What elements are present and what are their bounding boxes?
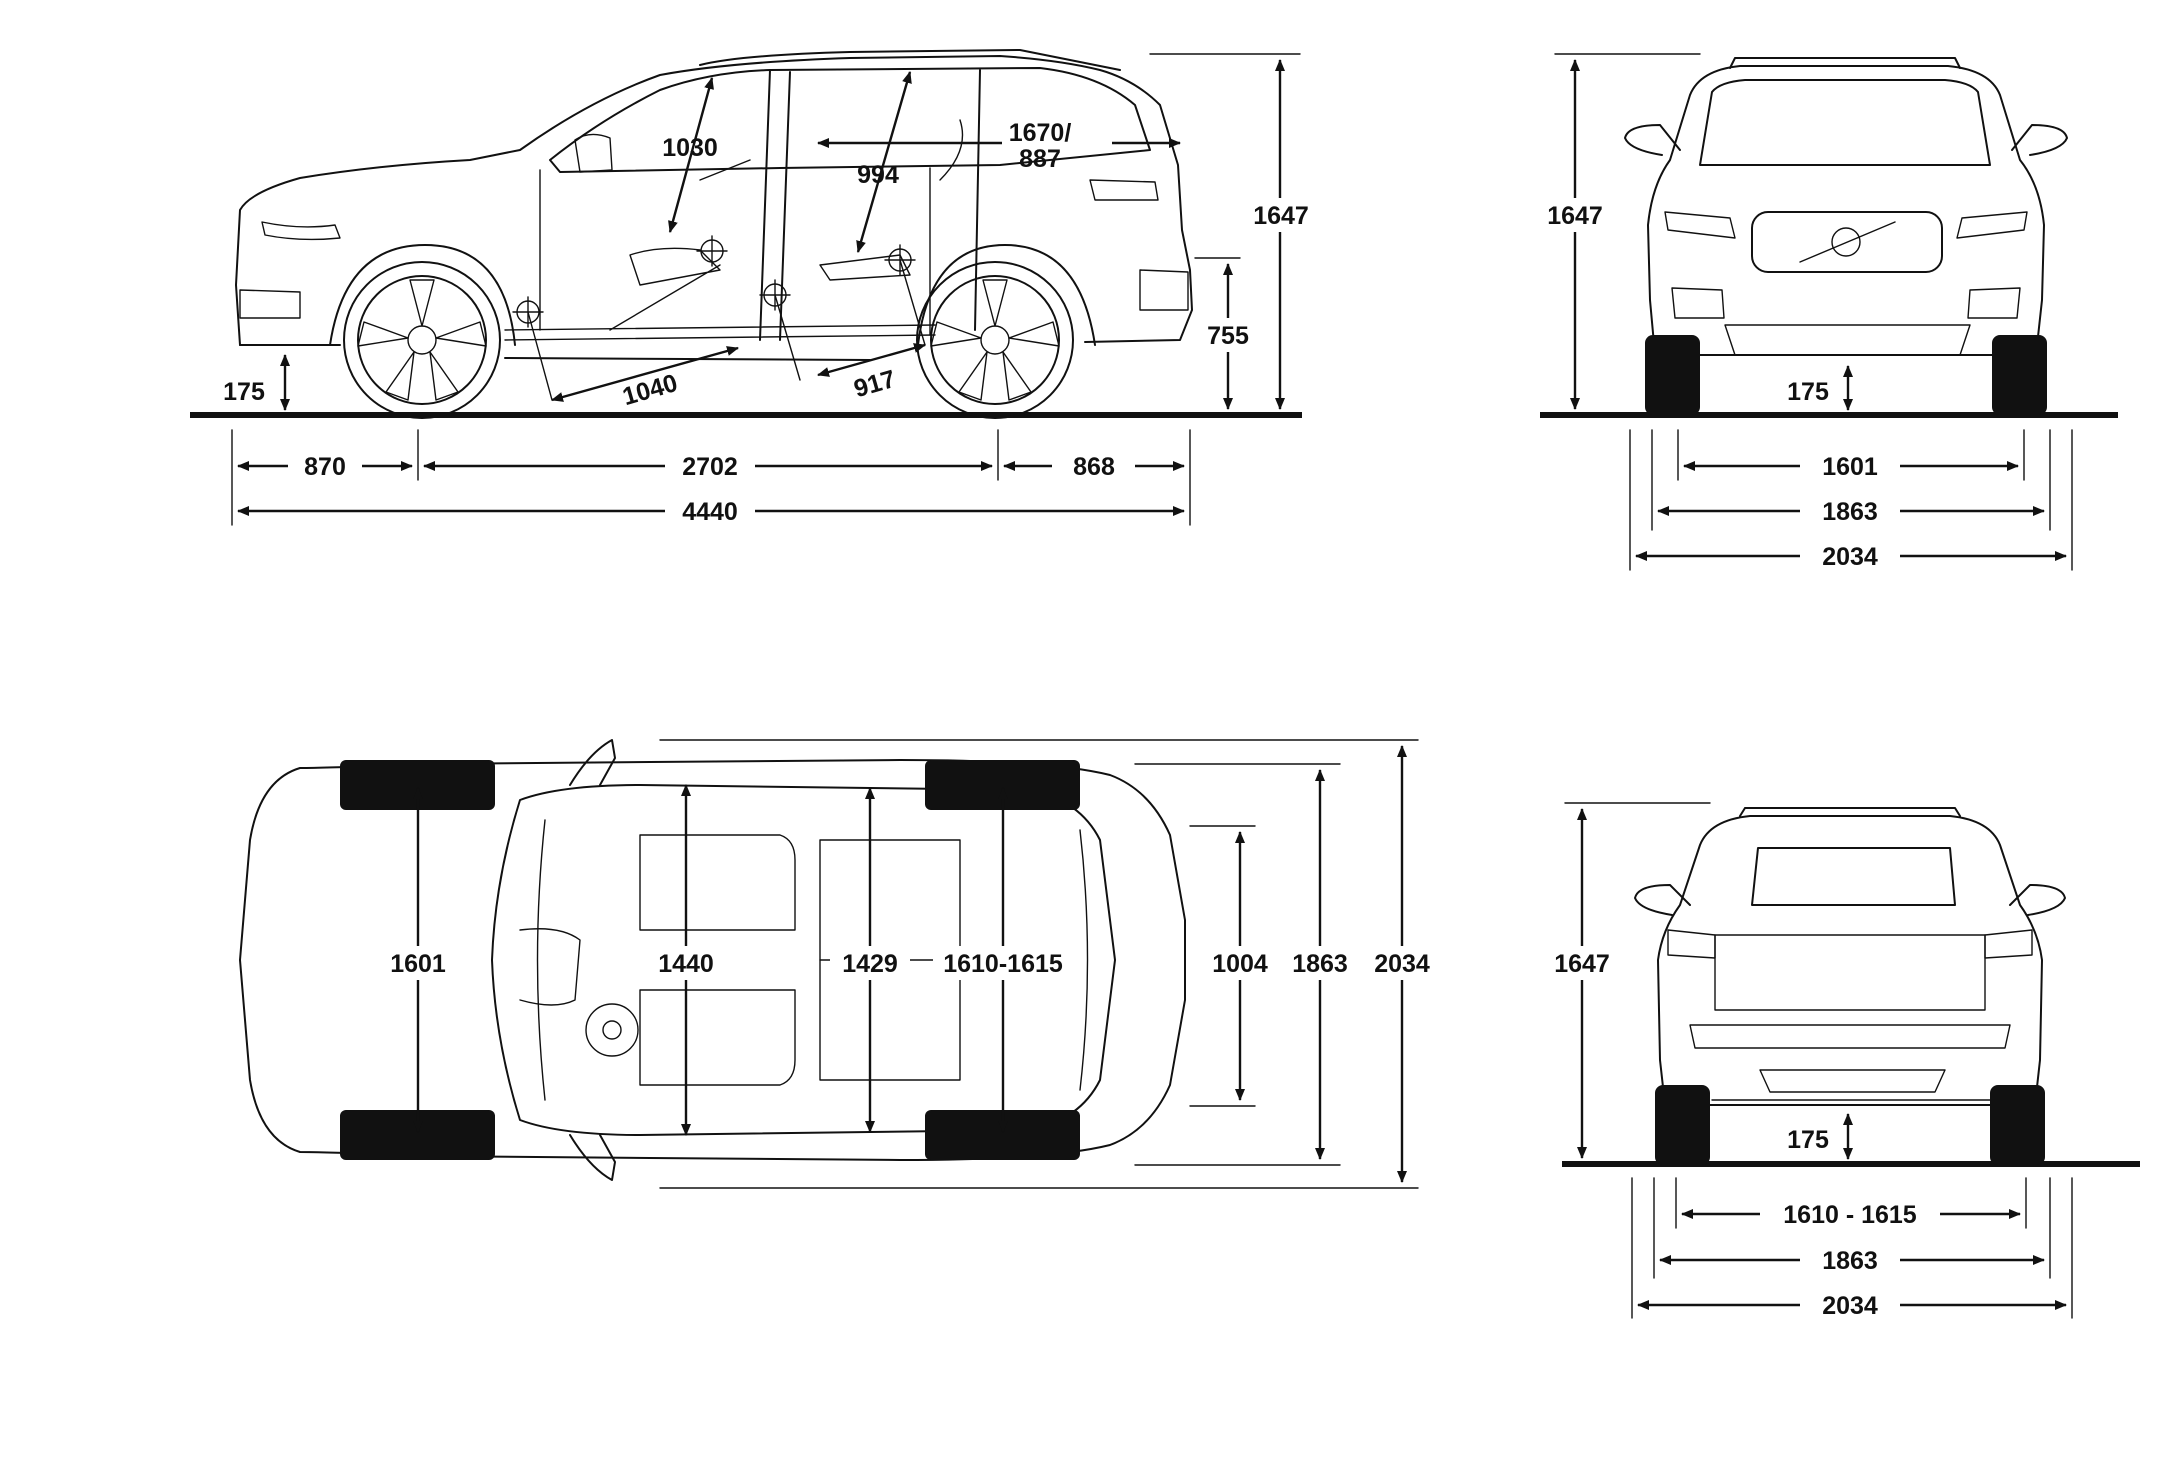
seat-reference-points: [512, 235, 916, 328]
dim-rear-overall-height: 1647: [1554, 950, 1610, 978]
dim-top-rear-track: 1610-1615: [943, 950, 1063, 978]
top-cabin: [491, 784, 1116, 1136]
rear-window: [1751, 847, 1956, 906]
dim-top-width-mirrors: 2034: [1374, 950, 1430, 978]
rear-bench: [819, 839, 961, 1081]
top-tyre-front-right: [340, 1110, 495, 1160]
dim-rear-width-mirrors: 2034: [1822, 1292, 1878, 1320]
front-tyre-left: [1645, 335, 1700, 415]
dim-rear-headroom: 994: [857, 161, 899, 189]
front-grille: [1751, 211, 1943, 273]
dim-cargo-length-2: 887: [1019, 145, 1061, 173]
rear-tyre-left: [1655, 1085, 1710, 1165]
top-mirror-right: [569, 1134, 616, 1181]
top-tyre-rear-left: [925, 760, 1080, 810]
rear-view: 1647 175 1610 - 1615 1863 2034: [1543, 802, 2140, 1320]
dim-front-overhang: 870: [304, 453, 346, 481]
front-mirror-left: [1624, 124, 1681, 156]
rear-mirror-left: [1634, 884, 1691, 916]
dim-rear-ground-clearance: 175: [1787, 1126, 1829, 1154]
dim-loading-height: 755: [1207, 322, 1249, 350]
side-body-outline: [235, 55, 1193, 346]
front-windscreen: [1699, 79, 1991, 166]
dim-rear-legroom: 917: [851, 365, 899, 403]
dim-rear-track: 1610 - 1615: [1783, 1201, 1917, 1229]
top-mirror-left: [569, 739, 616, 786]
front-seat-left: [639, 834, 796, 931]
dim-wheelbase: 2702: [682, 453, 738, 481]
dim-rear-overhang: 868: [1073, 453, 1115, 481]
dim-front-shoulder: 1440: [658, 950, 714, 978]
dim-front-body-width: 1863: [1822, 498, 1878, 526]
dim-front-width-mirrors: 2034: [1822, 543, 1878, 571]
front-mirror-right: [2011, 124, 2068, 156]
top-tyre-front-left: [340, 760, 495, 810]
dim-front-ground-clearance: 175: [1787, 378, 1829, 406]
front-body-outline: [1647, 65, 2045, 356]
rear-tyre-right: [1990, 1085, 2045, 1165]
side-windows: [549, 67, 1151, 173]
dim-overall-length: 4440: [682, 498, 738, 526]
front-wheel: [343, 261, 501, 419]
dim-front-overall-height: 1647: [1547, 202, 1603, 230]
dim-headroom-front: 1030: [662, 134, 718, 162]
dim-overall-height: 1647: [1253, 202, 1309, 230]
steering-wheel-icon: [585, 1003, 639, 1057]
dim-top-body-width: 1863: [1292, 950, 1348, 978]
front-view: 1647 175 1601 1863 2034: [1536, 53, 2118, 571]
side-view: 1030 994 1670/ 887 1040 917 1647 755 175…: [190, 49, 1320, 526]
dim-front-track: 1601: [1822, 453, 1878, 481]
dim-cargo-length-1: 1670/: [1009, 119, 1072, 147]
rear-mirror-right: [2009, 884, 2066, 916]
dim-top-front-track: 1601: [390, 950, 446, 978]
front-seat-right: [639, 989, 796, 1086]
top-view: 1601 1440 1429 1610-1615 1004 1863 2034: [239, 739, 1442, 1189]
front-tyre-right: [1992, 335, 2047, 415]
logo-icon: [1831, 227, 1861, 257]
dim-cargo-width: 1004: [1212, 950, 1268, 978]
dim-rear-shoulder: 1429: [842, 950, 898, 978]
rear-wheel: [916, 261, 1074, 419]
rear-body-outline: [1657, 815, 2043, 1106]
dim-rear-body-width: 1863: [1822, 1247, 1878, 1275]
dim-ground-clearance: 175: [223, 378, 265, 406]
top-tyre-rear-right: [925, 1110, 1080, 1160]
dim-front-legroom: 1040: [619, 369, 680, 411]
